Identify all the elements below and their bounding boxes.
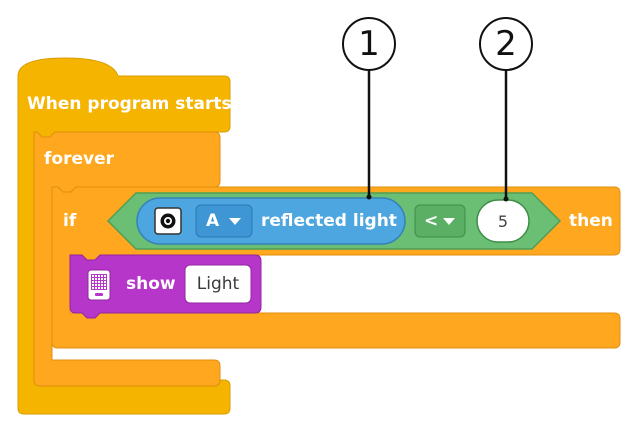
forever-label: forever — [44, 149, 114, 169]
then-label: then — [569, 211, 613, 231]
show-label: show — [126, 274, 176, 294]
port-value: A — [206, 211, 220, 231]
callout-number-2: 2 — [495, 24, 517, 64]
hat-block-label: When program starts — [27, 94, 232, 114]
callout-number-1: 1 — [358, 24, 380, 64]
callout-leader-1 — [366, 70, 372, 200]
port-dropdown[interactable] — [195, 204, 253, 238]
light-matrix-icon — [87, 269, 111, 301]
comparator-value: < — [424, 211, 439, 231]
forever-block[interactable] — [33, 131, 221, 387]
color-sensor-icon — [154, 207, 182, 235]
chevron-down-icon — [229, 218, 241, 225]
if-label: if — [63, 211, 77, 231]
show-value: Light — [196, 274, 240, 294]
comparator-dropdown[interactable] — [414, 204, 466, 238]
threshold-value: 5 — [497, 211, 509, 231]
callout-circle-2 — [479, 17, 533, 71]
sensor-label: reflected light — [261, 211, 397, 231]
callout-circle-1 — [342, 17, 396, 71]
show-image-block[interactable] — [69, 254, 262, 319]
chevron-down-icon — [443, 218, 455, 225]
threshold-value-input[interactable] — [476, 199, 530, 243]
callout-leader-2 — [503, 70, 509, 202]
when-program-starts-block[interactable] — [17, 57, 231, 415]
